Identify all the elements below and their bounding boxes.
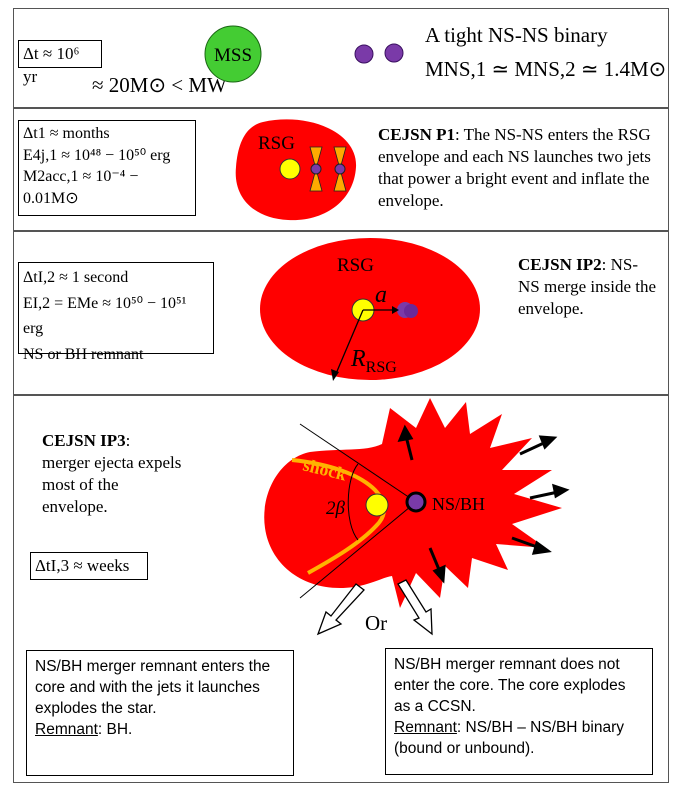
ns-in-rsg-2 <box>334 163 346 175</box>
mss-star: MSS <box>204 25 262 83</box>
jet-b <box>309 167 323 192</box>
r-label: RRSG <box>350 346 397 376</box>
right-remnant-value: : NS/BH – NS/BH binary (bound or unbound… <box>394 718 625 757</box>
radius-arrow <box>334 309 364 377</box>
r-sub: RSG <box>366 359 398 376</box>
beta-arc <box>347 463 359 541</box>
mass-relation-text: ≈ 20M⊙ < MW <box>92 73 227 97</box>
left-outcome-text: NS/BH merger remnant enters the core and… <box>35 658 271 717</box>
desc-3: CEJSN IP2: NS-NS merge inside the envelo… <box>518 254 658 320</box>
rsg-core-1 <box>279 158 301 180</box>
ns-in-rsg-1 <box>310 163 322 175</box>
a-label: a <box>375 282 387 308</box>
ns-1 <box>354 44 374 64</box>
left-outcome-arrow <box>316 583 365 636</box>
param-2-line1: Δt1 ≈ months <box>23 125 110 142</box>
stage-panel-4 <box>13 395 669 783</box>
rsg-label-1: RSG <box>258 133 295 154</box>
radius-arrowhead <box>331 369 339 381</box>
desc-4-text: : merger ejecta expels most of the envel… <box>42 431 182 517</box>
stage-panel-2 <box>13 108 669 231</box>
jet-a <box>309 146 323 171</box>
beta-label: 2β <box>326 498 346 519</box>
rsg-merger-diagram: RSG a RRSG <box>260 238 480 381</box>
left-remnant-value: : BH. <box>97 720 133 738</box>
desc-3-text: : NS-NS merge inside the envelope. <box>518 255 657 319</box>
desc-2: CEJSN P1: The NS-NS enters the RSG envel… <box>378 124 663 212</box>
shock-front <box>291 458 387 575</box>
desc-4-title: CEJSN IP3 <box>42 431 126 450</box>
ejecta-arrows <box>397 424 570 584</box>
binary-title: A tight NS-NS binary <box>425 23 608 47</box>
parameters-box-3: ΔtI,2 ≈ 1 second EI,2 = EMe ≈ 10⁵⁰ − 10⁵… <box>18 262 214 363</box>
time-box-4: ΔtI,3 ≈ weeks <box>30 552 148 580</box>
mss-label: MSS <box>214 45 252 66</box>
separation-arrowhead <box>392 306 399 314</box>
right-outcome-arrow <box>397 579 433 636</box>
desc-4: CEJSN IP3: merger ejecta expels most of … <box>42 430 182 518</box>
mss-star-circle <box>204 25 262 83</box>
param-2-line3: M2acc,1 ≈ 10⁻⁴ − 0.01M⊙ <box>23 168 139 207</box>
ns-bh-remnant <box>405 491 427 513</box>
left-remnant-line: Remnant: BH. <box>35 720 285 741</box>
cone-line-lower <box>299 501 417 599</box>
right-outcome-text: NS/BH merger remnant does not enter the … <box>394 656 626 715</box>
rsg-label-2: RSG <box>337 255 374 276</box>
desc-2-text: : The NS-NS enters the RSG envelope and … <box>378 125 651 211</box>
r-main: R <box>350 346 366 372</box>
time-box-4-text: ΔtI,3 ≈ weeks <box>35 556 130 575</box>
or-label: Or <box>365 611 388 635</box>
param-2-line2: E4j,1 ≈ 10⁴⁸ − 10⁵⁰ erg <box>23 146 171 164</box>
right-remnant-label: Remnant <box>394 718 457 736</box>
rsg-jets-diagram: RSG <box>235 119 357 221</box>
outcome-arrows <box>316 579 433 636</box>
binary-masses: MNS,1 ≃ MNS,2 ≃ 1.4M⊙ <box>425 57 667 81</box>
ns-2 <box>384 43 404 63</box>
merged-ns-b <box>404 304 418 318</box>
right-outcome-box: NS/BH merger remnant does not enter the … <box>385 648 653 775</box>
core-4 <box>365 493 389 517</box>
stage-panel-3 <box>13 231 669 395</box>
mass-relation: ≈ 20M⊙ < MW <box>92 72 227 99</box>
left-outcome-box: NS/BH merger remnant enters the core and… <box>26 650 294 776</box>
time-box-1: Δt ≈ 10⁶ yr <box>18 40 102 86</box>
remnant-label: NS/BH <box>432 494 485 514</box>
time-box-1-text: Δt ≈ 10⁶ yr <box>23 44 80 86</box>
desc-2-title: CEJSN P1 <box>378 125 455 144</box>
right-remnant-line: Remnant: NS/BH – NS/BH binary (bound or … <box>394 718 644 760</box>
jet-c <box>333 146 347 171</box>
ns-binary-icon <box>354 43 404 64</box>
parameters-box-2: Δt1 ≈ months E4j,1 ≈ 10⁴⁸ − 10⁵⁰ erg M2a… <box>18 120 196 216</box>
ejecta-explosion-diagram: shock 2β NS/BH <box>264 398 570 608</box>
desc-3-title: CEJSN IP2 <box>518 255 602 274</box>
left-remnant-label: Remnant <box>35 720 98 738</box>
param-3-line3: NS or BH remnant <box>23 345 144 363</box>
stage-panel-1 <box>13 8 669 108</box>
param-3-line1: ΔtI,2 ≈ 1 second <box>23 269 129 286</box>
jet-d <box>333 167 347 192</box>
param-3-line2: EI,2 = EMe ≈ 10⁵⁰ − 10⁵¹ erg <box>23 294 187 338</box>
cone-line-upper <box>299 423 417 503</box>
